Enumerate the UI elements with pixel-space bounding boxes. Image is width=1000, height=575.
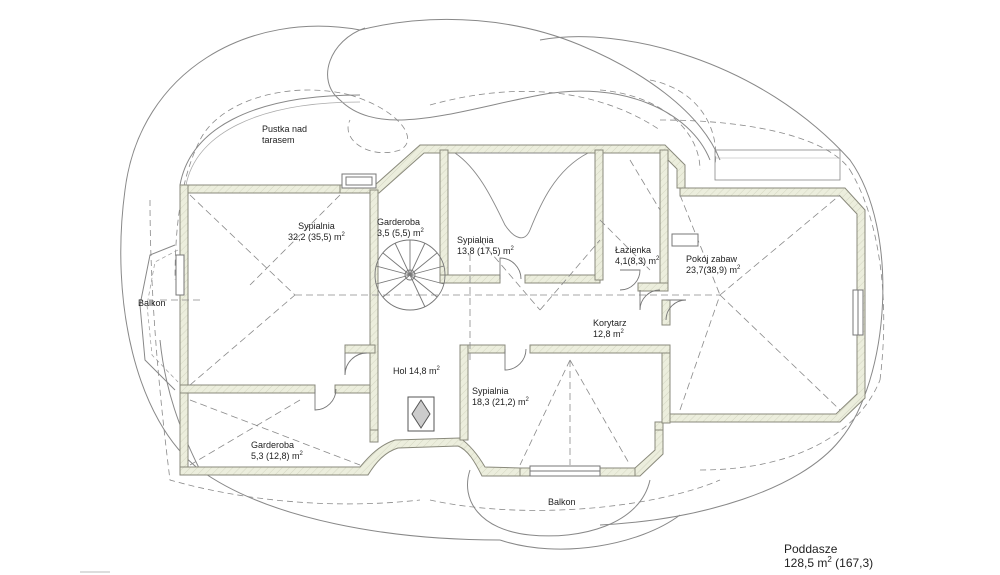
floor-area: 128,5 m2 (167,3) — [784, 555, 874, 571]
bottom-window — [529, 465, 601, 477]
room-playroom-label: Pokój zabaw 23,7(38,9) m2 — [686, 254, 740, 276]
room-name: Pokój zabaw — [686, 254, 738, 264]
left-window — [175, 254, 185, 296]
roof-outline — [120, 18, 884, 550]
vault-curves — [454, 152, 589, 239]
floor-level-name: Poddasze — [784, 542, 838, 556]
balcony-left-dashed — [146, 249, 179, 383]
room-corridor-label: Korytarz 12,8 m2 — [593, 318, 627, 340]
roof-ridges — [160, 159, 841, 466]
roof-dashed-outline — [149, 79, 885, 511]
room-area: 3,5 (5,5) m2 — [377, 228, 424, 238]
room-wardrobe-lower-label: Garderoba 5,3 (12,8) m2 — [251, 440, 303, 462]
room-wardrobe-small-label: Garderoba 3,5 (5,5) m2 — [377, 217, 424, 239]
terrace-arc-inner — [185, 101, 361, 186]
doors — [314, 257, 687, 411]
room-name: Sypialnia — [472, 386, 509, 396]
room-name: Balkon — [548, 497, 576, 507]
balcony-left-label: Balkon — [138, 298, 166, 309]
room-name: Balkon — [138, 298, 166, 308]
room-area: 23,7(38,9) m2 — [686, 265, 741, 275]
room-name: Korytarz — [593, 318, 627, 328]
room-bathroom-label: Łazienka 4,1(8,3) m2 — [615, 245, 659, 267]
spiral-staircase — [374, 239, 446, 311]
room-area: 32,2 (35,5) m2 — [288, 232, 345, 242]
balcony-bottom-label: Balkon — [548, 497, 576, 508]
room-name: Sypialnia — [298, 221, 335, 231]
room-area: 5,3 (12,8) m2 — [251, 451, 303, 461]
void-label-line1: Pustka nad — [262, 124, 308, 134]
balcony-bottom-railing — [467, 469, 651, 537]
room-name: Sypialnia — [457, 235, 494, 245]
terrace-arc — [179, 94, 361, 186]
right-terrace-strip — [714, 149, 841, 181]
room-bedroom-lower-label: Sypialnia 18,3 (21,2) m2 — [472, 386, 529, 408]
room-hall-label: Hol 14,8 m2 — [393, 366, 440, 377]
walls — [179, 144, 866, 477]
floor-summary: Poddasze 128,5 m2 (167,3) — [784, 542, 873, 570]
room-area: 13,8 (17,5) m2 — [457, 246, 514, 256]
room-area: 4,1(8,3) m2 — [615, 256, 660, 266]
room-name: Łazienka — [615, 245, 652, 255]
room-bedroom-middle-label: Sypialnia 13,8 (17,5) m2 — [457, 235, 514, 257]
bath-skylight — [671, 233, 699, 247]
room-area: Hol 14,8 m2 — [393, 366, 440, 376]
void-label-line2: tarasem — [262, 135, 295, 145]
room-name: Garderoba — [377, 217, 421, 227]
balcony-left-railing — [139, 244, 176, 391]
skylight — [407, 396, 435, 432]
room-area: 18,3 (21,2) m2 — [472, 397, 529, 407]
room-name: Garderoba — [251, 440, 295, 450]
right-window — [852, 289, 864, 336]
chimney-top — [341, 173, 377, 189]
room-area: 12,8 m2 — [593, 329, 624, 339]
void-label: Pustka nad tarasem — [262, 124, 307, 146]
room-bedroom-large-label: Sypialnia 32,2 (35,5) m2 — [288, 221, 345, 243]
